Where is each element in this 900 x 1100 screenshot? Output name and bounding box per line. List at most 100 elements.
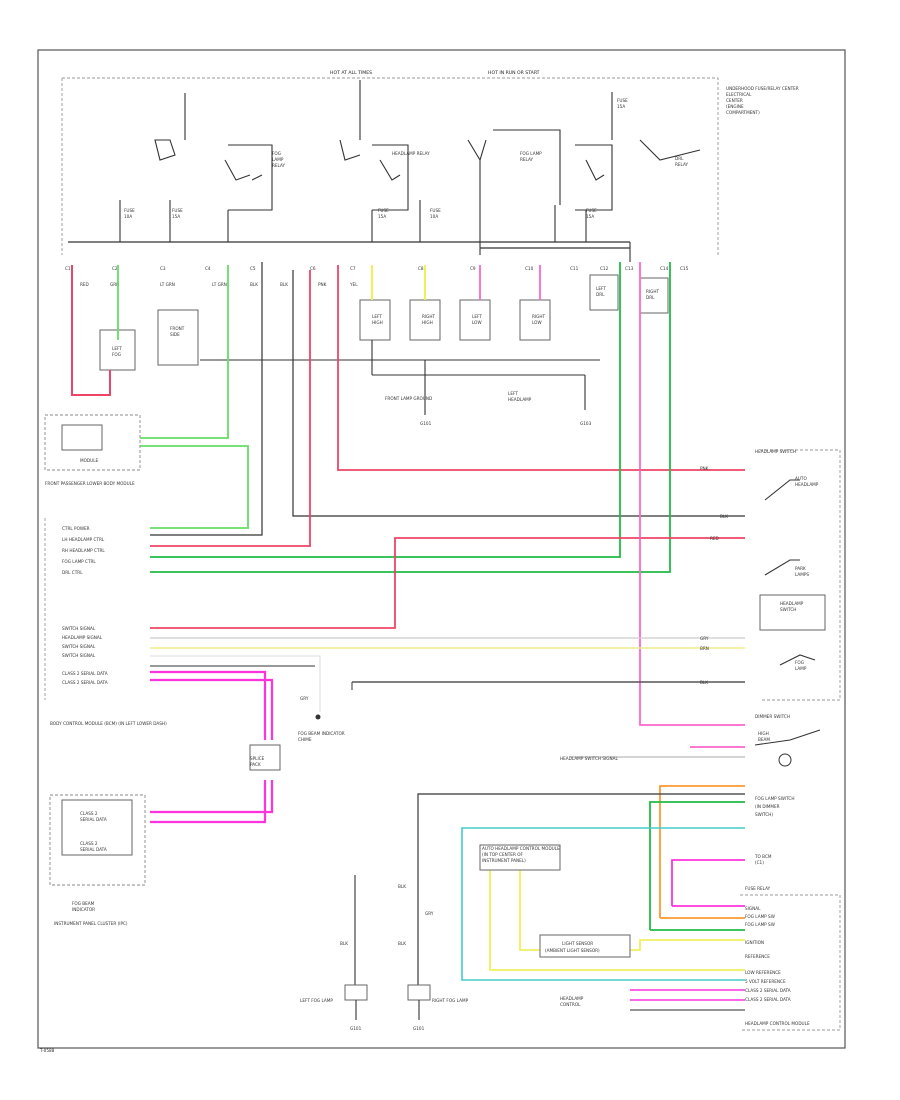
svg-text:C11: C11 [570,266,579,271]
svg-text:(AMBIENT LIGHT SENSOR): (AMBIENT LIGHT SENSOR) [545,948,600,953]
svg-text:HIGH: HIGH [758,731,769,736]
svg-text:GRY: GRY [425,911,434,916]
svg-text:C3: C3 [160,266,166,271]
svg-text:GRY: GRY [700,636,709,641]
lamp-cluster-mid: LEFT FOG FRONT SIDE LEFT HIGH RIGHT HIGH… [80,274,669,371]
svg-text:BLK: BLK [700,680,708,685]
svg-text:CLASS 2 SERIAL DATA: CLASS 2 SERIAL DATA [745,997,791,1002]
svg-text:15A: 15A [617,104,625,109]
svg-text:RIGHT FOG LAMP: RIGHT FOG LAMP [432,998,469,1003]
svg-text:C14: C14 [660,266,669,271]
svg-text:C6: C6 [310,266,316,271]
lower-right-pins: SIGNAL FOG LAMP SW FOG LAMP SW IGNITION … [745,906,791,1002]
svg-text:RIGHT: RIGHT [532,314,546,319]
svg-text:LEFT: LEFT [596,286,606,291]
svg-text:DRL: DRL [596,292,605,297]
svg-text:FRONT: FRONT [170,326,185,331]
svg-text:(IN TOP CENTER OF: (IN TOP CENTER OF [482,852,523,857]
svg-text:LOW: LOW [472,320,482,325]
svg-text:(C1): (C1) [755,860,764,865]
svg-text:CHIME: CHIME [298,737,312,742]
svg-text:CLASS 2 SERIAL DATA: CLASS 2 SERIAL DATA [62,671,108,676]
diagram-frame [37,49,846,1049]
svg-text:FUSE: FUSE [617,98,628,103]
svg-text:LOW REFERENCE: LOW REFERENCE [745,970,781,975]
light-sensor-box [539,934,631,958]
svg-text:10A: 10A [430,214,438,219]
svg-text:FOG: FOG [112,352,121,357]
svg-text:BRN: BRN [700,646,709,651]
svg-text:G101: G101 [350,1026,362,1031]
svg-text:FUSE: FUSE [172,208,183,213]
headlamp-control-module-label: HEADLAMP CONTROL MODULE [745,1021,810,1026]
svg-text:LEFT FOG LAMP: LEFT FOG LAMP [300,998,333,1003]
svg-text:RELAY: RELAY [520,157,534,162]
svg-text:YEL: YEL [349,282,358,287]
svg-text:C10: C10 [525,266,534,271]
svg-text:HEADLAMP SIGNAL: HEADLAMP SIGNAL [62,635,103,640]
svg-text:RIGHT: RIGHT [422,314,436,319]
front-lamp-ground-label: FRONT LAMP GROUND [385,396,432,401]
svg-text:15A: 15A [172,214,180,219]
wires-lower [417,785,745,1011]
svg-text:FOG LAMP SW: FOG LAMP SW [745,914,775,919]
headlamp-switch-label: HEADLAMP SWITCH [755,449,796,454]
footer-code: T-0588 [39,1048,55,1053]
svg-text:TO BCM: TO BCM [754,854,772,859]
svg-text:BLK: BLK [398,941,406,946]
svg-text:FOG LAMP: FOG LAMP [520,151,542,156]
svg-text:HIGH: HIGH [422,320,433,325]
svg-text:C8: C8 [418,266,424,271]
bcm-pin-list: CTRL POWER LH HEADLAMP CTRL RH HEADLAMP … [62,526,105,575]
svg-text:MODULE: MODULE [80,458,99,463]
svg-text:C1: C1 [65,266,71,271]
svg-text:FUSE: FUSE [430,208,441,213]
svg-text:C2: C2 [112,266,118,271]
svg-text:INSTRUMENT PANEL): INSTRUMENT PANEL) [482,858,526,863]
svg-text:SPLICE: SPLICE [250,756,265,761]
svg-text:SERIAL DATA: SERIAL DATA [80,847,107,852]
svg-text:C9: C9 [470,266,476,271]
svg-text:RELAY: RELAY [675,162,689,167]
svg-text:FOG LAMP SW: FOG LAMP SW [745,922,775,927]
underhood-fuse-block-outline [62,77,719,255]
svg-text:CLASS 2: CLASS 2 [80,841,98,846]
svg-text:LEFT: LEFT [508,391,518,396]
svg-text:SERIAL DATA: SERIAL DATA [80,817,107,822]
svg-text:15A: 15A [586,214,594,219]
svg-text:LAMPS: LAMPS [795,572,809,577]
svg-text:C7: C7 [350,266,356,271]
svg-text:FOG BEAM: FOG BEAM [72,901,95,906]
svg-text:DRL: DRL [646,295,655,300]
wires-upper [71,262,745,726]
svg-text:SWITCH SIGNAL: SWITCH SIGNAL [62,626,96,631]
headlamp-switch-outline [760,449,841,701]
svg-text:FUSE: FUSE [124,208,135,213]
fuse-relay-label: FUSE RELAY [745,886,771,891]
dimmer-switch: HIGH BEAM [754,729,821,767]
svg-text:BLK: BLK [720,514,728,519]
svg-text:RH HEADLAMP CTRL: RH HEADLAMP CTRL [62,548,105,553]
relay-group-top: FOG LAMP RELAY HEADLAMP RELAY FOG LAMP R… [124,80,701,219]
svg-text:IGNITION: IGNITION [745,940,764,945]
svg-text:DRL CTRL: DRL CTRL [62,570,83,575]
instrument-cluster-label: INSTRUMENT PANEL CLUSTER (IPC) [54,921,128,926]
svg-text:G103: G103 [580,421,592,426]
svg-text:LH HEADLAMP CTRL: LH HEADLAMP CTRL [62,537,105,542]
svg-text:G101: G101 [413,1026,425,1031]
svg-text:(IN DIMMER: (IN DIMMER [755,804,780,809]
svg-text:LOW: LOW [532,320,542,325]
front-pass-module-box [44,414,141,471]
svg-text:PACK: PACK [250,762,261,767]
svg-text:SWITCH SIGNAL: SWITCH SIGNAL [62,653,96,658]
svg-text:HEADLAMP RELAY: HEADLAMP RELAY [392,151,430,156]
auto-headlamp-module-label: AUTO HEADLAMP CONTROL MODULE [482,846,560,851]
label-hot-at-all-times: HOT AT ALL TIMES [330,70,372,76]
svg-text:BLK: BLK [340,941,348,946]
front-pass-module-inner [61,424,103,451]
svg-text:HEADLAMP: HEADLAMP [795,482,819,487]
svg-text:AUTO: AUTO [795,476,807,481]
switch-wires [150,637,745,824]
svg-text:BEAM: BEAM [758,737,770,742]
